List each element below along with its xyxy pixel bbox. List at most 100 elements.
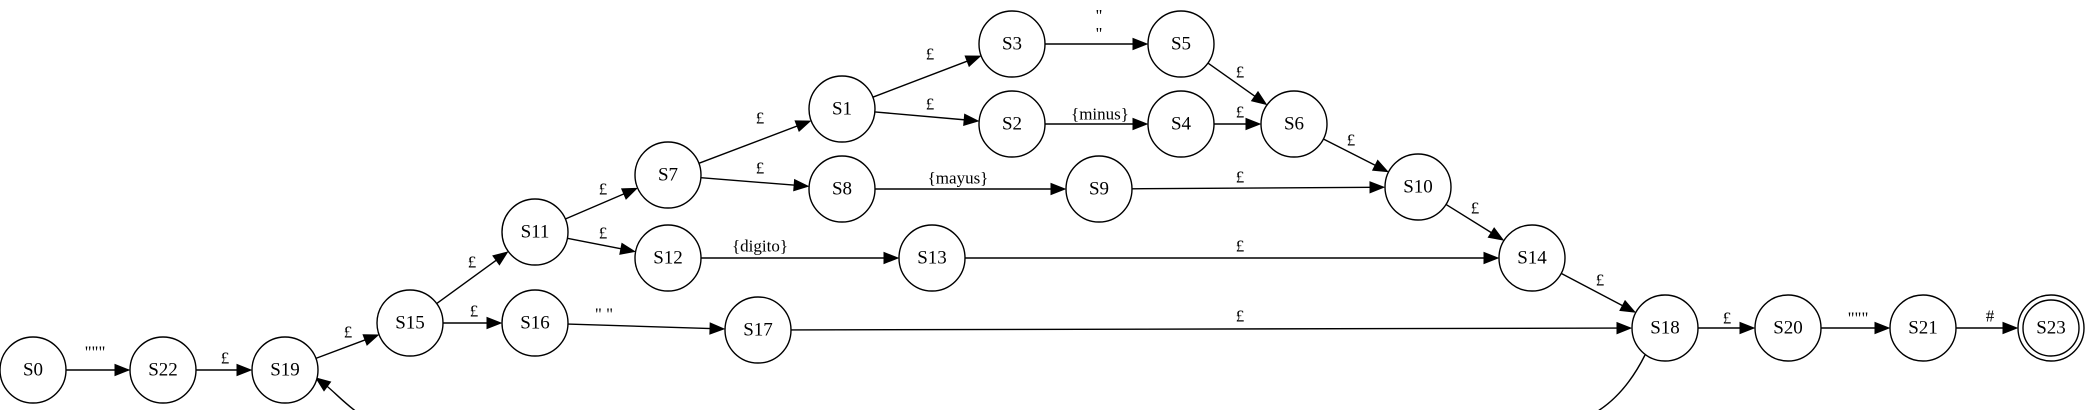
transition-s3-s5: "" bbox=[1045, 6, 1149, 51]
state-label: S1 bbox=[832, 99, 852, 120]
state-label: S4 bbox=[1171, 114, 1192, 135]
arrowhead bbox=[1371, 159, 1389, 173]
transition-label: # bbox=[1986, 307, 1995, 326]
transition-label: {minus} bbox=[1071, 105, 1129, 124]
transition-label: £ bbox=[221, 349, 230, 368]
transition-label: £ bbox=[756, 109, 765, 128]
transition-label: £ bbox=[470, 302, 479, 321]
arrowhead bbox=[1874, 321, 1891, 335]
transition-label: " " bbox=[595, 305, 613, 324]
state-s17: S17 bbox=[724, 296, 792, 364]
transition-label: £ bbox=[1723, 309, 1732, 328]
arrowhead bbox=[1369, 181, 1386, 194]
transition-label: £ bbox=[1236, 307, 1245, 326]
state-circle bbox=[251, 336, 319, 404]
state-s10: S10 bbox=[1384, 153, 1452, 221]
transition-label: "" bbox=[1096, 6, 1103, 43]
transition-s11-s12: £ bbox=[567, 224, 636, 255]
arrowhead bbox=[362, 334, 380, 346]
transition-s16-s17: " " bbox=[567, 305, 726, 335]
state-s4: S4 bbox=[1147, 90, 1215, 158]
state-circle bbox=[898, 224, 966, 292]
state-circle bbox=[808, 155, 876, 223]
transition-label: £ bbox=[1236, 168, 1245, 187]
transition-label: {mayus} bbox=[928, 169, 989, 188]
state-circle bbox=[376, 289, 444, 357]
arrowhead bbox=[486, 316, 503, 330]
state-s16: S16 bbox=[501, 289, 569, 357]
arrowhead bbox=[709, 322, 726, 335]
state-circle bbox=[1631, 294, 1699, 362]
transition-s1-s3: £ bbox=[872, 45, 982, 98]
state-s18: S18 bbox=[1631, 294, 1699, 362]
state-label: S12 bbox=[653, 248, 683, 269]
arrowhead bbox=[883, 251, 900, 265]
state-circle bbox=[634, 141, 702, 209]
transition-line bbox=[700, 176, 796, 186]
state-label: S22 bbox=[148, 360, 178, 381]
state-s9: S9 bbox=[1065, 155, 1133, 223]
state-s8: S8 bbox=[808, 155, 876, 223]
state-s19: S19 bbox=[251, 336, 319, 404]
state-s6: S6 bbox=[1260, 90, 1328, 158]
state-circle bbox=[978, 90, 1046, 158]
transition-s21-s23: # bbox=[1956, 307, 2019, 335]
transition-s20-s21: """ bbox=[1821, 309, 1891, 335]
arrowhead bbox=[619, 242, 636, 255]
state-circle bbox=[1260, 90, 1328, 158]
transition-s18-s20: £ bbox=[1698, 309, 1756, 335]
transition-s22-s19: £ bbox=[196, 349, 253, 377]
transition-s15-s11: £ bbox=[436, 251, 509, 305]
state-label: S20 bbox=[1773, 318, 1803, 339]
transition-line bbox=[325, 354, 1646, 410]
state-s13: S13 bbox=[898, 224, 966, 292]
transition-line bbox=[567, 237, 623, 250]
transition-label: £ bbox=[1236, 63, 1245, 82]
arrowhead bbox=[1050, 182, 1067, 196]
arrowhead bbox=[1487, 227, 1505, 241]
state-circle bbox=[1147, 90, 1215, 158]
transition-line bbox=[436, 259, 498, 305]
arrowhead bbox=[2002, 321, 2019, 335]
state-circle bbox=[501, 198, 569, 266]
state-circle bbox=[1889, 294, 1957, 362]
transition-s15-s16: £ bbox=[443, 302, 503, 330]
transition-label: £ bbox=[1347, 131, 1356, 150]
state-label: S3 bbox=[1002, 34, 1022, 55]
state-circle bbox=[724, 296, 792, 364]
transition-s19-s15: £ bbox=[315, 323, 380, 360]
transition-s13-s14: £ bbox=[965, 237, 1500, 265]
state-s21: S21 bbox=[1889, 294, 1957, 362]
state-circle bbox=[808, 75, 876, 143]
state-label: S17 bbox=[743, 320, 773, 341]
arrowhead bbox=[1250, 90, 1268, 106]
state-label: S16 bbox=[520, 313, 550, 334]
transition-label: £ bbox=[468, 253, 477, 272]
state-s0: S0 bbox=[0, 336, 67, 404]
transition-s9-s10: £ bbox=[1131, 168, 1386, 194]
arrowhead bbox=[1739, 321, 1756, 335]
state-s22: S22 bbox=[129, 336, 197, 404]
arrowhead bbox=[114, 363, 131, 377]
arrowhead bbox=[793, 178, 810, 192]
state-s5: S5 bbox=[1147, 10, 1215, 78]
transition-s14-s18: £ bbox=[1560, 271, 1637, 313]
transition-s12-s13: {digito} bbox=[701, 237, 900, 265]
transition-s8-s9: {mayus} bbox=[875, 169, 1067, 196]
state-s20: S20 bbox=[1754, 294, 1822, 362]
state-label: S15 bbox=[395, 313, 425, 334]
transition-s5-s6: £ bbox=[1207, 62, 1268, 106]
transition-label-line: " bbox=[1096, 6, 1103, 25]
state-label: S8 bbox=[832, 179, 852, 200]
transition-label: £ bbox=[1236, 237, 1245, 256]
state-circle bbox=[1384, 153, 1452, 221]
transition-label-line: " bbox=[1096, 24, 1103, 43]
transition-label: £ bbox=[926, 95, 935, 114]
state-circle bbox=[501, 289, 569, 357]
transition-line bbox=[1560, 272, 1624, 307]
state-label: S18 bbox=[1650, 318, 1680, 339]
state-s12: S12 bbox=[634, 224, 702, 292]
state-s23: S23 bbox=[2017, 294, 2085, 362]
